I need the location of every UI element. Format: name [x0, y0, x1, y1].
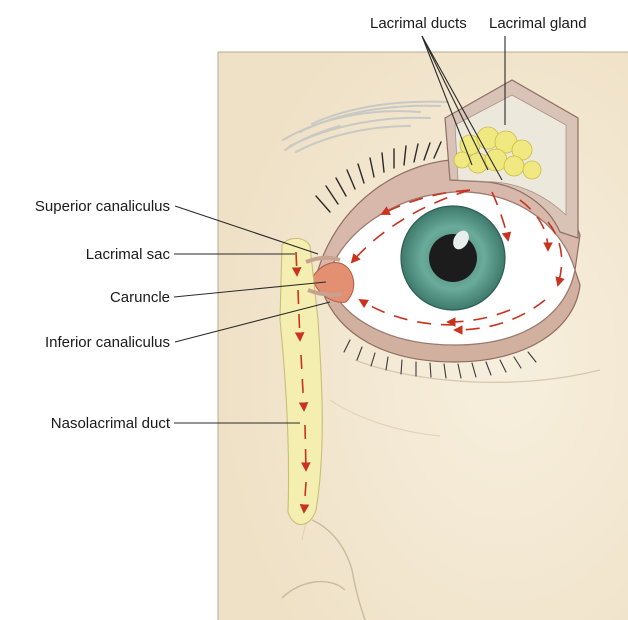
label-nasolacrimal-duct: Nasolacrimal duct — [51, 415, 171, 432]
label-caruncle: Caruncle — [110, 289, 170, 306]
label-inferior-canaliculus: Inferior canaliculus — [45, 334, 170, 351]
label-superior-canaliculus: Superior canaliculus — [35, 198, 170, 215]
label-lacrimal-sac: Lacrimal sac — [86, 246, 171, 263]
label-lacrimal-gland: Lacrimal gland — [489, 15, 587, 32]
label-lacrimal-ducts: Lacrimal ducts — [370, 15, 467, 32]
pupil — [429, 234, 477, 282]
